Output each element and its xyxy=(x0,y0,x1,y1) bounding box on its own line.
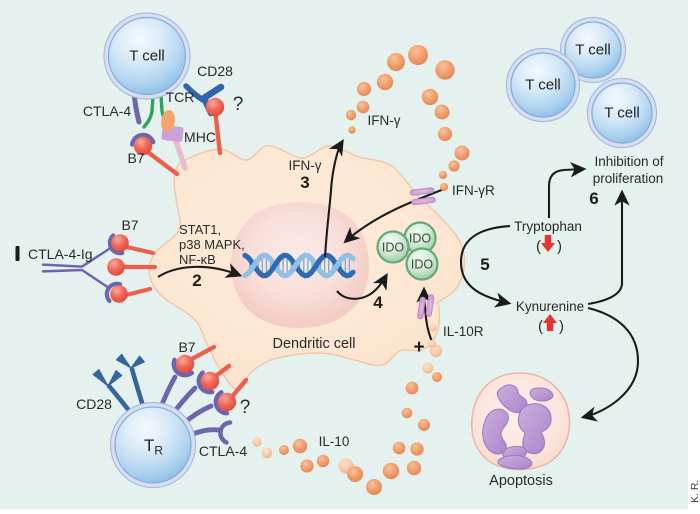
svg-text:?: ? xyxy=(233,94,244,115)
svg-text:T cell: T cell xyxy=(129,48,165,65)
svg-text:T cell: T cell xyxy=(525,77,561,94)
svg-text:B7: B7 xyxy=(127,150,144,166)
svg-text:CD28: CD28 xyxy=(76,396,112,412)
svg-text:MHC: MHC xyxy=(184,129,216,145)
svg-text:NF-κB: NF-κB xyxy=(179,252,216,267)
svg-text:CTLA-4-Ig: CTLA-4-Ig xyxy=(28,246,93,262)
svg-text:Apoptosis: Apoptosis xyxy=(489,473,553,489)
svg-text:5: 5 xyxy=(480,255,489,274)
svg-text:Kynurenine: Kynurenine xyxy=(516,299,584,314)
svg-text:IDO: IDO xyxy=(411,258,434,272)
svg-text:+: + xyxy=(413,337,424,358)
svg-text:2: 2 xyxy=(192,271,201,290)
svg-text:IFN-γ: IFN-γ xyxy=(368,113,401,128)
svg-text:IFN-γR: IFN-γR xyxy=(452,183,495,198)
svg-text:?: ? xyxy=(240,397,251,418)
svg-text:3: 3 xyxy=(300,173,309,192)
svg-text:STAT1,: STAT1, xyxy=(179,222,221,237)
svg-text:IDO: IDO xyxy=(382,241,405,255)
svg-text:T cell: T cell xyxy=(604,105,640,122)
svg-text:B7: B7 xyxy=(121,217,138,233)
svg-text:Dendritic cell: Dendritic cell xyxy=(273,336,356,352)
svg-text:Tryptophan: Tryptophan xyxy=(514,219,582,234)
svg-text:IDO: IDO xyxy=(409,232,432,246)
svg-text:IL-10: IL-10 xyxy=(319,434,350,449)
svg-text:B7: B7 xyxy=(178,339,195,355)
svg-text:proliferation: proliferation xyxy=(593,171,664,186)
svg-text:CTLA-4: CTLA-4 xyxy=(83,103,131,119)
svg-text:K. R.: K. R. xyxy=(689,480,700,503)
svg-text:T cell: T cell xyxy=(575,42,611,59)
svg-text:): ) xyxy=(559,318,564,335)
svg-text:TCR: TCR xyxy=(166,89,195,105)
svg-text:6: 6 xyxy=(589,189,598,208)
svg-text:p38 MAPK,: p38 MAPK, xyxy=(179,237,245,252)
svg-text:4: 4 xyxy=(373,293,383,312)
svg-text:IL-10R: IL-10R xyxy=(443,324,484,339)
svg-text:(: ( xyxy=(538,318,543,335)
svg-text:Inhibition of: Inhibition of xyxy=(594,154,663,169)
svg-text:IFN-γ: IFN-γ xyxy=(289,158,322,173)
svg-text:(: ( xyxy=(536,238,541,255)
svg-text:CTLA-4: CTLA-4 xyxy=(199,443,247,459)
svg-text:CD28: CD28 xyxy=(197,63,233,79)
svg-text:): ) xyxy=(557,238,562,255)
